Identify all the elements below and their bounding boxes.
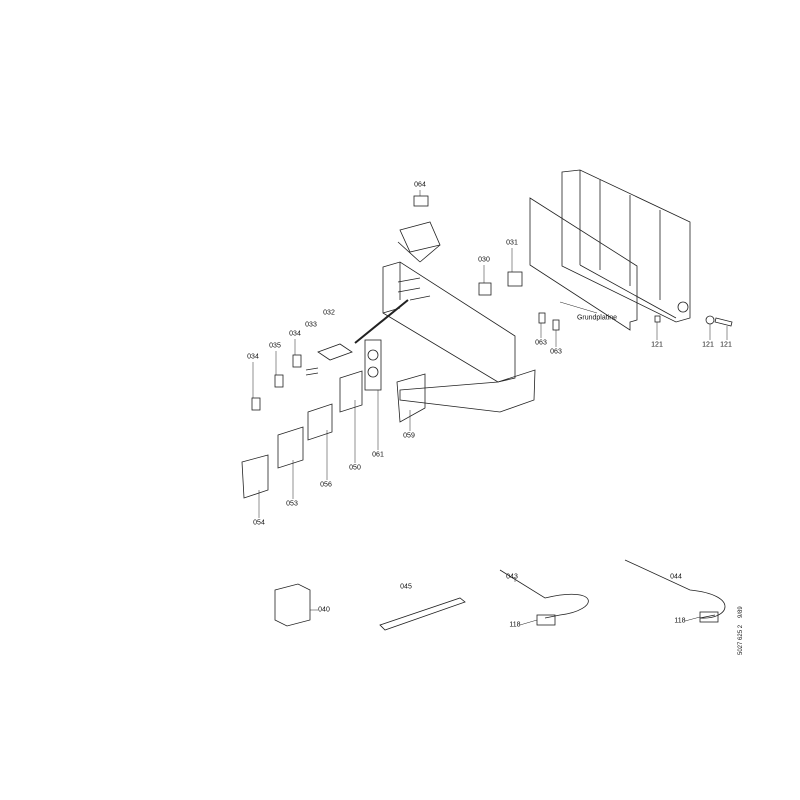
- part-031: [507, 271, 523, 287]
- part-064: [397, 195, 441, 263]
- part-053: [277, 426, 304, 469]
- part-056: [307, 403, 333, 441]
- label-045: 045: [400, 583, 412, 591]
- label-053: 053: [286, 500, 298, 508]
- part-035: [274, 374, 284, 388]
- label-035: 035: [269, 342, 281, 350]
- part-045: [379, 597, 466, 631]
- part-054: [241, 454, 269, 499]
- label-121b: 121: [702, 341, 714, 349]
- label-059: 059: [403, 432, 415, 440]
- part-043-cable: [499, 569, 589, 619]
- part-121b: [705, 315, 715, 325]
- part-034b: [251, 397, 261, 411]
- label-031: 031: [506, 239, 518, 247]
- part-061: [364, 339, 382, 391]
- part-059: [396, 373, 426, 423]
- label-033: 033: [305, 321, 317, 329]
- part-063a: [538, 312, 546, 324]
- part-030: [478, 282, 492, 296]
- label-grundplatine: Grundplatine: [576, 314, 618, 322]
- part-040: [274, 583, 311, 627]
- part-044-cable: [624, 559, 726, 619]
- label-054: 054: [253, 519, 265, 527]
- label-063b: 063: [550, 348, 562, 356]
- part-050: [339, 370, 363, 413]
- part-033: [305, 367, 319, 376]
- part-121c: [714, 317, 733, 327]
- part-063b: [552, 319, 560, 331]
- label-030: 030: [478, 256, 490, 264]
- label-061: 061: [372, 451, 384, 459]
- label-043: 043: [506, 573, 518, 581]
- label-063a: 063: [535, 339, 547, 347]
- part-034a: [292, 354, 302, 368]
- label-118a: 118: [509, 621, 521, 629]
- label-118b: 118: [674, 617, 686, 625]
- grundplatine-board: [529, 197, 638, 331]
- rear-housing: [561, 169, 691, 323]
- label-050: 050: [349, 464, 361, 472]
- part-118b: [699, 611, 719, 623]
- label-064: 064: [414, 181, 426, 189]
- label-034a: 034: [289, 330, 301, 338]
- front-frame: [354, 261, 536, 413]
- label-034b: 034: [247, 353, 259, 361]
- leader-lines: [252, 190, 728, 518]
- part-121a: [654, 315, 661, 323]
- drawing-date: 9/89: [738, 606, 744, 618]
- label-032: 032: [323, 309, 335, 317]
- label-121c: 121: [720, 341, 732, 349]
- part-032: [317, 343, 353, 361]
- label-121a: 121: [651, 341, 663, 349]
- label-040: 040: [318, 606, 330, 614]
- label-056: 056: [320, 481, 332, 489]
- drawing-number: 5027 625 2: [738, 624, 744, 655]
- label-044: 044: [670, 573, 682, 581]
